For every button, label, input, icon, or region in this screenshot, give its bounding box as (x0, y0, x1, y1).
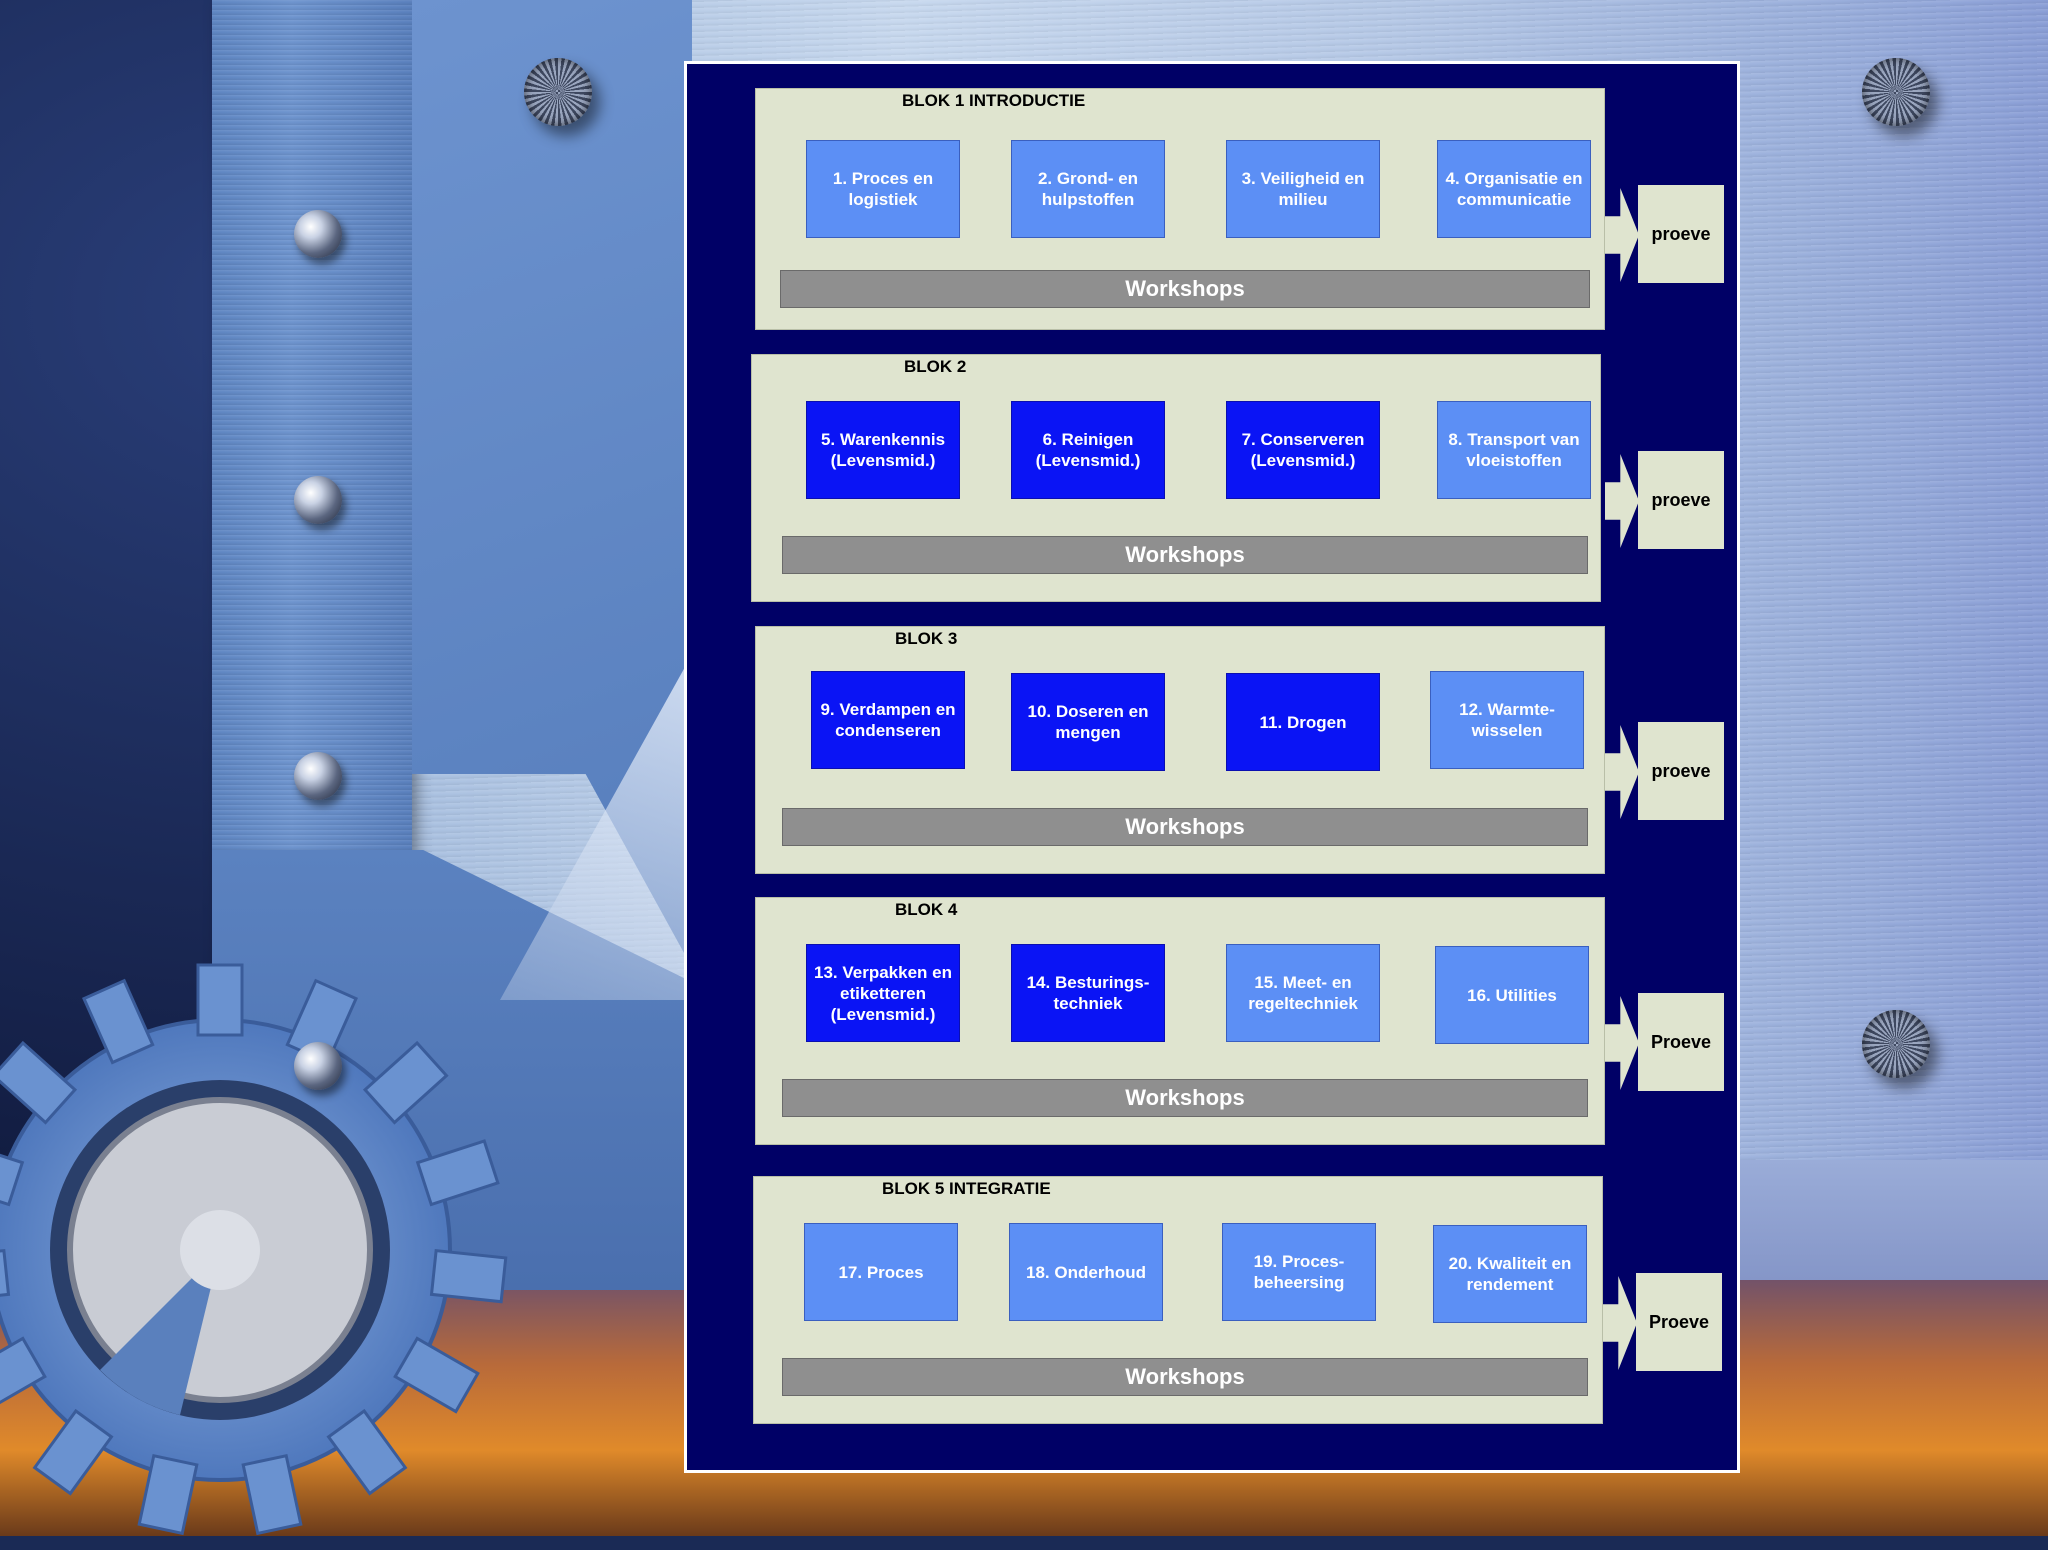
module-2: 2. Grond- en hulpstoffen (1011, 140, 1165, 238)
workshops-bar: Workshops (782, 536, 1588, 574)
rivet-icon (524, 58, 592, 126)
block-1: BLOK 1 INTRODUCTIE 1. Proces en logistie… (755, 88, 1605, 330)
block-title: BLOK 2 (904, 357, 967, 376)
gear-icon (0, 963, 508, 1536)
workshops-bar: Workshops (782, 1079, 1588, 1117)
arrow-icon (1605, 454, 1639, 548)
background-metal-band (1740, 1160, 2048, 1280)
module-14: 14. Besturings-techniek (1011, 944, 1165, 1042)
arrow-icon (1603, 1276, 1637, 1370)
rivet-icon (294, 1042, 342, 1090)
block-title: BLOK 3 (895, 629, 958, 648)
module-8: 8. Transport van vloeistoffen (1437, 401, 1591, 499)
module-16: 16. Utilities (1435, 946, 1589, 1044)
module-6: 6. Reinigen (Levensmid.) (1011, 401, 1165, 499)
proeve-box: Proeve (1638, 993, 1724, 1091)
rivet-icon (1862, 58, 1930, 126)
module-10: 10. Doseren en mengen (1011, 673, 1165, 771)
workshops-bar: Workshops (782, 808, 1588, 846)
rivet-icon (294, 752, 342, 800)
arrow-icon (1605, 725, 1639, 819)
module-7: 7. Conserveren (Levensmid.) (1226, 401, 1380, 499)
rivet-icon (294, 210, 342, 258)
block-4: BLOK 4 13. Verpakken en etiketteren (Lev… (755, 897, 1605, 1145)
rivet-icon (294, 476, 342, 524)
module-15: 15. Meet- en regeltechniek (1226, 944, 1380, 1042)
proeve-box: proeve (1638, 722, 1724, 820)
workshops-bar: Workshops (782, 1358, 1588, 1396)
block-title: BLOK 4 (895, 900, 958, 919)
module-20: 20. Kwaliteit en rendement (1433, 1225, 1587, 1323)
block-2: BLOK 2 5. Warenkennis (Levensmid.) 6. Re… (751, 354, 1601, 602)
proeve-box: proeve (1638, 451, 1724, 549)
block-5: BLOK 5 INTEGRATIE 17. Proces 18. Onderho… (753, 1176, 1603, 1424)
workshops-bar: Workshops (780, 270, 1590, 308)
module-9: 9. Verdampen en condenseren (811, 671, 965, 769)
module-13: 13. Verpakken en etiketteren (Levensmid.… (806, 944, 960, 1042)
block-title: BLOK 1 INTRODUCTIE (902, 91, 1086, 110)
curriculum-diagram: BLOK 1 INTRODUCTIE 1. Proces en logistie… (684, 61, 1740, 1473)
proeve-box: Proeve (1636, 1273, 1722, 1371)
block-3: BLOK 3 9. Verdampen en condenseren 10. D… (755, 626, 1605, 874)
module-18: 18. Onderhoud (1009, 1223, 1163, 1321)
module-19: 19. Proces-beheersing (1222, 1223, 1376, 1321)
module-3: 3. Veiligheid en milieu (1226, 140, 1380, 238)
module-17: 17. Proces (804, 1223, 958, 1321)
block-title: BLOK 5 INTEGRATIE (882, 1179, 1051, 1198)
module-4: 4. Organisatie en communicatie (1437, 140, 1591, 238)
module-11: 11. Drogen (1226, 673, 1380, 771)
arrow-icon (1605, 188, 1639, 282)
arrow-icon (1605, 996, 1639, 1090)
module-12: 12. Warmte-wisselen (1430, 671, 1584, 769)
module-5: 5. Warenkennis (Levensmid.) (806, 401, 960, 499)
module-1: 1. Proces en logistiek (806, 140, 960, 238)
proeve-box: proeve (1638, 185, 1724, 283)
rivet-icon (1862, 1010, 1930, 1078)
